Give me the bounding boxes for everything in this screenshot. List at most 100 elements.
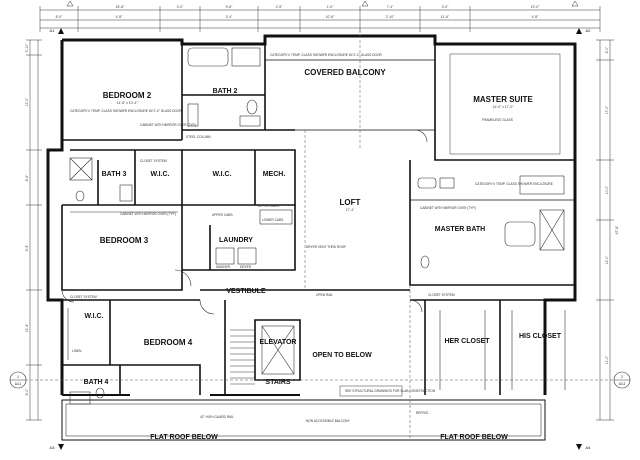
note-washer: WASHER (216, 265, 231, 269)
annotations: STEEL COLUMN CATEGORY II TEMP. GLASS SHO… (70, 53, 553, 423)
note-dryer-vent: DRYER VENT THRU ROOF (306, 245, 346, 249)
note-non-accessible: NON ACCESSIBLE BALCONY (306, 419, 351, 423)
label-wic-2: W.I.C. (212, 171, 231, 178)
svg-text:A3: A3 (50, 445, 56, 450)
note-closet-system-3: CLOSET SYSTEM (428, 293, 455, 297)
interior-walls (61, 44, 575, 395)
dimension-strings-right: 4'-0" 17'-0" 10'-0" 12'-0" 11'-0" 67'-8" (596, 39, 619, 421)
dim-top-1: 18'-8" (116, 5, 125, 9)
note-open-rail: OPEN RAIL (316, 293, 333, 297)
note-upper-cabs-2: UPPER CABS. (258, 204, 280, 208)
dim-top-4: 2'-5" (276, 5, 284, 9)
label-bath2: BATH 2 (213, 88, 238, 95)
dim-top-5: 1'-0" (327, 5, 335, 9)
dim-top-6: 7'-4" (387, 5, 395, 9)
svg-text:A2: A2 (586, 28, 592, 33)
note-cabinet-mirror-2: CABINET WITH MIRROR OVER (TYP.) (420, 206, 476, 210)
elevation-marker-a1 (58, 28, 64, 34)
dim-right-4: 12'-0" (605, 255, 609, 264)
dim-sub-7: 4'-8" (532, 15, 540, 19)
note-slab: SEE STRUCTURAL DRAWINGS FOR SLAB CONSTRU… (345, 389, 436, 393)
label-elevator: ELEVATOR (260, 339, 297, 346)
shower-bath3 (69, 157, 93, 181)
dim-left-6: 8'-0" (25, 388, 29, 396)
dim-left-3: 8'-6" (25, 174, 29, 182)
bathtub-bath2 (187, 47, 229, 67)
grid-lines (20, 30, 620, 440)
label-wic-1: W.I.C. (150, 171, 169, 178)
dim-sub-6: 11'-6" (441, 15, 450, 19)
note-upper-cabs-1: UPPER CABS. (212, 213, 234, 217)
label-stairs: STAIRS (265, 379, 290, 386)
note-lower-cabs: LOWER CABS. (262, 218, 284, 222)
label-laundry: LAUNDRY (219, 237, 253, 244)
label-loft: LOFT (340, 198, 361, 207)
svg-text:A4: A4 (586, 445, 592, 450)
room-labels: BEDROOM 2 BATH 2 COVERED BALCONY MASTER … (84, 68, 562, 441)
dryer (237, 247, 257, 265)
label-master-suite: MASTER SUITE (473, 95, 533, 104)
lower-cabinets (259, 209, 293, 225)
shower-master-bath (539, 209, 565, 251)
label-his-closet: HIS CLOSET (519, 333, 562, 340)
note-linen: LINEN (72, 349, 82, 353)
sheet-label-left: A3.1 (15, 382, 22, 386)
label-open-to-below: OPEN TO BELOW (312, 352, 372, 359)
label-bedroom3: BEDROOM 3 (100, 236, 149, 245)
label-master-bath: MASTER BATH (435, 226, 485, 233)
elevation-marker-a2 (576, 28, 582, 34)
dimension-strings-top: 18'-8" 3'-0" 9'-8" 2'-5" 1'-0" 7'-4" 3'-… (39, 0, 601, 32)
dim-sub-5: 2'-10" (386, 15, 395, 19)
dim-loft-size: 17'-4" (346, 208, 355, 212)
label-flat-roof-left: FLAT ROOF BELOW (150, 434, 218, 441)
sheet-label-right: A3.2 (619, 382, 626, 386)
dim-top-7: 3'-0" (442, 5, 450, 9)
dimension-strings-left: 3'-10" 12'-0" 8'-6" 9'-4" 12'-4" 8'-0" (25, 39, 42, 421)
vanity-bath2 (187, 103, 199, 127)
elevation-marker-a3 (58, 444, 64, 450)
door-swing (174, 269, 192, 287)
dim-sub-1: 8'-0" (56, 15, 64, 19)
dim-right-1: 4'-0" (605, 46, 609, 54)
note-cat-glass-2: CATEGORY II TEMP. GLASS SHOWER ENCLOSURE… (70, 109, 182, 113)
grid-label-left: 1 (17, 375, 19, 379)
note-steel-column: STEEL COLUMN (186, 135, 211, 139)
stair-treads (230, 329, 255, 385)
note-refrig: REFRIG. (416, 411, 429, 415)
toilet-bath3 (75, 190, 85, 202)
note-cat-glass-3: CATEGORY II TEMP. GLASS SHOWER ENCLOSURE (475, 182, 553, 186)
washer (215, 247, 235, 265)
note-cabinet-mirror-3: CABINET WITH MIRROR OVER (TYP.) (120, 212, 176, 216)
dim-right-2: 17'-0" (605, 105, 609, 114)
tub-master-bath (504, 221, 536, 247)
markers: 1 A3.1 2 A3.2 A1 A2 A3 A4 (9, 28, 631, 450)
dim-sub-4: 10'-8" (326, 15, 335, 19)
dim-left-1: 3'-10" (25, 43, 29, 52)
note-frameless-glass: FRAMELESS GLASS (482, 118, 513, 122)
label-flat-roof-right: FLAT ROOF BELOW (440, 434, 508, 441)
note-dryer: DRYER (240, 265, 252, 269)
label-her-closet: HER CLOSET (444, 338, 490, 345)
svg-text:A1: A1 (50, 28, 56, 33)
dim-right-5: 11'-0" (605, 355, 609, 364)
fixtures (61, 47, 566, 405)
toilet-bath2 (246, 99, 258, 115)
dim-top-2: 3'-0" (177, 5, 185, 9)
dim-top-3: 9'-8" (226, 5, 234, 9)
note-guard-rail: 42" HIGH GUARD RAIL (200, 415, 234, 419)
dim-left-4: 9'-4" (25, 244, 29, 252)
label-bath4: BATH 4 (84, 379, 109, 386)
dim-sub-3: 3'-4" (226, 15, 234, 19)
dim-master-size: 16'-0" x 17'-0" (493, 105, 515, 109)
elevator-cab (261, 325, 295, 375)
label-covered-balcony: COVERED BALCONY (304, 68, 386, 77)
dim-total-depth: 67'-8" (615, 225, 619, 234)
master-bed-area (449, 53, 561, 155)
label-bath3: BATH 3 (102, 171, 127, 178)
elevation-marker-a4 (576, 444, 582, 450)
dim-left-2: 12'-0" (25, 97, 29, 106)
dim-top-8: 19'-0" (531, 5, 540, 9)
note-cabinet-mirror-1: CABINET WITH MIRROR OVER (TYP.) (140, 123, 196, 127)
note-closet-system-2: CLOSET SYSTEM (70, 295, 97, 299)
